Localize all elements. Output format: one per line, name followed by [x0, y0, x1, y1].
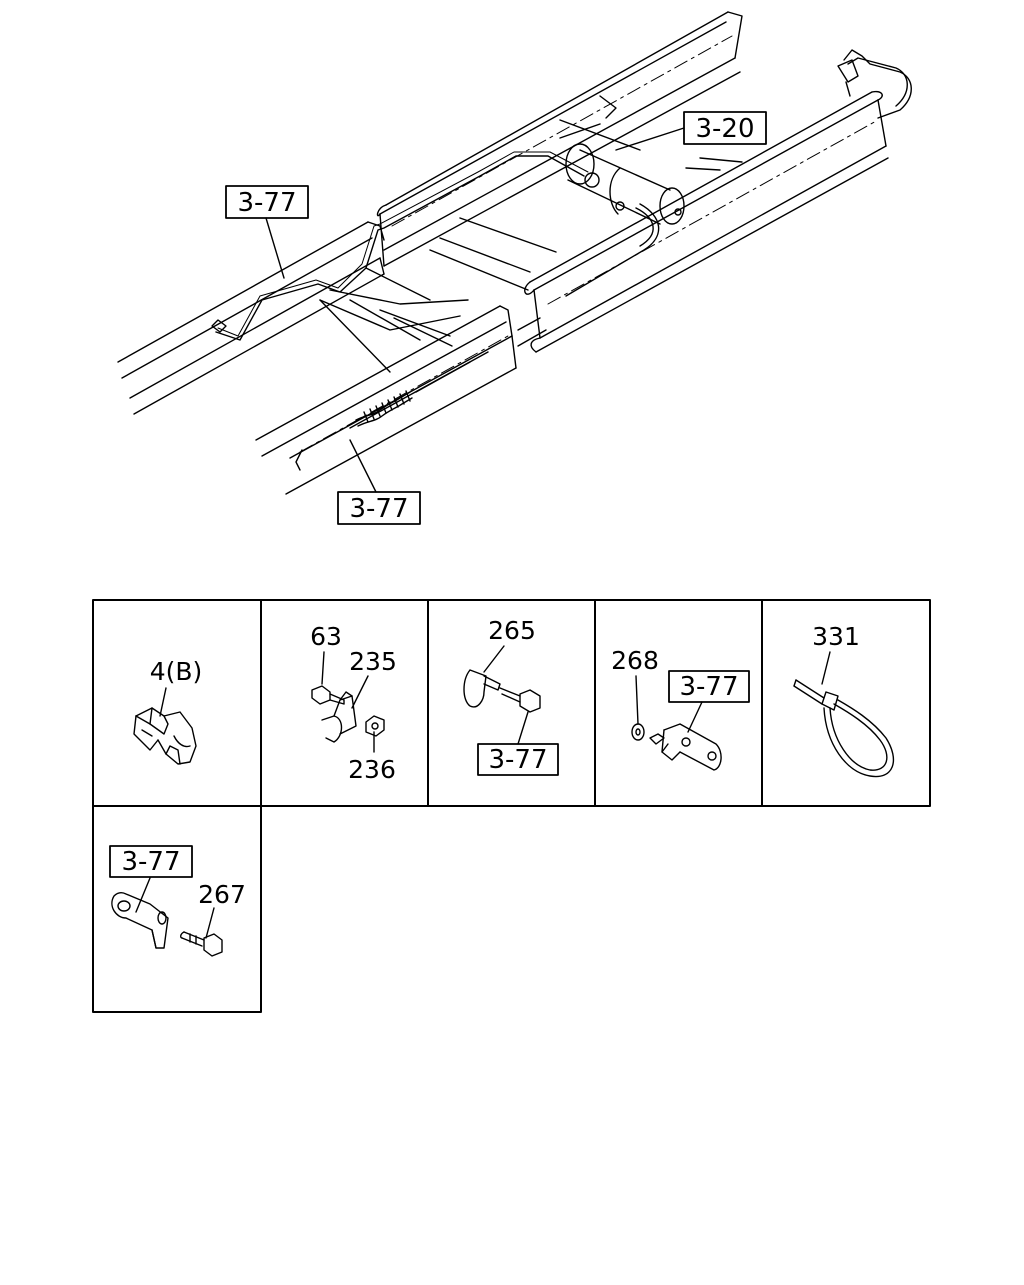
part-cell-265: 265 3-77	[463, 616, 559, 776]
callout-3-20: 3-20	[683, 111, 767, 145]
ref-3-77-cell6: 3-77	[121, 847, 180, 877]
part-number-265: 265	[488, 616, 536, 645]
fuel-tank	[565, 143, 685, 225]
callout-label-tank: 3-20	[695, 114, 754, 144]
clip-icon	[133, 707, 197, 765]
part-cell-4b: 4(B)	[133, 657, 203, 765]
ref-3-77-cell3: 3-77	[488, 745, 547, 775]
cross-members	[319, 95, 641, 373]
nut-icon	[365, 715, 385, 737]
bolt-icon	[499, 687, 541, 713]
bracket-clamp-icon	[321, 691, 357, 743]
lower-front-frame-rail	[255, 305, 517, 495]
bracket-icon	[111, 891, 169, 949]
upper-frame-rail	[376, 11, 743, 267]
part-number-267: 267	[198, 880, 246, 909]
p-clamp-icon	[463, 669, 501, 708]
part-number-236: 236	[348, 755, 396, 784]
parts-grid	[92, 599, 931, 1013]
part-cell-331: 331	[793, 622, 895, 778]
bracket-icon	[649, 723, 722, 771]
bolt-icon	[180, 931, 223, 957]
part-cell-267: 3-77 267	[109, 845, 246, 957]
brake-cable	[349, 351, 489, 429]
cable-tie-icon	[793, 679, 895, 778]
part-number-235: 235	[349, 647, 397, 676]
fuel-pipes	[211, 49, 912, 341]
left-frame-rail	[117, 221, 385, 415]
part-number-331: 331	[812, 622, 860, 651]
washer-icon	[631, 723, 645, 741]
part-cell-268: 268 3-77	[611, 646, 750, 771]
part-cell-63-235-236: 63 235 236	[310, 622, 397, 784]
callout-3-77-bottom: 3-77	[337, 491, 421, 525]
callout-3-77-left: 3-77	[225, 185, 309, 219]
part-number-268: 268	[611, 646, 659, 675]
part-number-63: 63	[310, 622, 342, 651]
callout-label-left-pipe: 3-77	[237, 188, 296, 218]
part-number-4b: 4(B)	[150, 657, 203, 686]
callout-leaders	[265, 127, 685, 493]
chassis-overview: 3-77 3-20 3-77	[117, 11, 912, 525]
bolt-icon	[311, 685, 345, 705]
lower-rear-frame-rail	[517, 157, 743, 347]
callout-label-bottom-cable: 3-77	[349, 494, 408, 524]
ref-3-77-cell4: 3-77	[679, 672, 738, 702]
right-upper-frame-rail	[524, 90, 889, 353]
